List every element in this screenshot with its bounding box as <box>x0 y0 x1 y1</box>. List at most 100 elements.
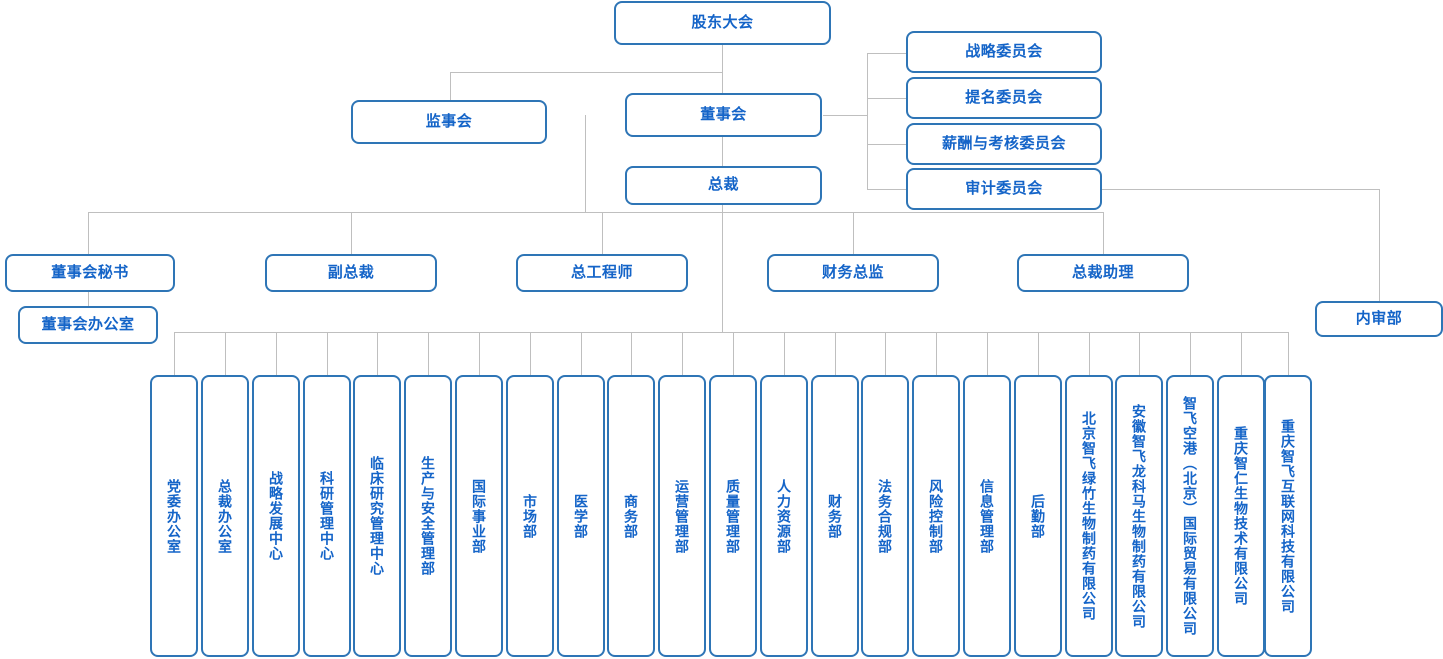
node-label: 党委办公室 <box>166 478 183 554</box>
node-internal-audit[interactable]: 内审部 <box>1315 301 1443 337</box>
node-label: 审计委员会 <box>965 179 1043 197</box>
node-label: 监事会 <box>425 112 473 130</box>
connector-audit-to-internalaudit-drop <box>1379 189 1380 301</box>
connector-dep-drop <box>225 332 226 375</box>
node-label: 董事会 <box>700 105 747 123</box>
connector-dep-drop <box>784 332 785 375</box>
node-label: 人力资源部 <box>776 478 793 554</box>
node-board-of-supervisors[interactable]: 监事会 <box>351 100 547 144</box>
node-board-secretary-office[interactable]: 董事会办公室 <box>18 306 158 344</box>
node-department[interactable]: 科研管理中心 <box>303 375 351 657</box>
node-label: 股东大会 <box>691 13 754 31</box>
connector-committee-spine <box>867 53 868 189</box>
node-subsidiary[interactable]: 重庆智飞互联网科技有限公司 <box>1264 375 1312 657</box>
node-label: 副总裁 <box>327 263 375 281</box>
connector-dep-drop <box>835 332 836 375</box>
node-label: 总裁 <box>707 176 739 194</box>
node-department[interactable]: 风险控制部 <box>912 375 960 657</box>
connector-dep-drop <box>1038 332 1039 375</box>
node-department[interactable]: 国际事业部 <box>455 375 503 657</box>
connector-dep-drop <box>174 332 175 375</box>
node-committee-strategy[interactable]: 战略委员会 <box>906 31 1102 73</box>
connector-president-to-depbus <box>722 203 723 332</box>
node-label: 后勤部 <box>1030 493 1047 539</box>
connector-dep-drop <box>885 332 886 375</box>
node-committee-audit[interactable]: 审计委员会 <box>906 168 1102 210</box>
connector-committee-3 <box>867 144 907 145</box>
node-subsidiary[interactable]: 北京智飞绿竹生物制药有限公司 <box>1065 375 1113 657</box>
connector-supervisors-horizontal <box>450 72 723 73</box>
node-label: 法务合规部 <box>877 478 894 554</box>
node-department[interactable]: 财务部 <box>811 375 859 657</box>
node-department[interactable]: 后勤部 <box>1014 375 1062 657</box>
node-subsidiary[interactable]: 安徽智飞龙科马生物制药有限公司 <box>1115 375 1163 657</box>
node-label: 总裁助理 <box>1071 263 1134 281</box>
connector-board-left-drop <box>585 115 586 212</box>
node-president-assistant[interactable]: 总裁助理 <box>1017 254 1189 292</box>
node-department[interactable]: 临床研究管理中心 <box>353 375 401 657</box>
node-label: 质量管理部 <box>725 478 742 554</box>
connector-exec-drop-2 <box>351 212 352 254</box>
node-vice-president[interactable]: 副总裁 <box>265 254 437 292</box>
node-label: 战略委员会 <box>965 42 1043 60</box>
node-label: 提名委员会 <box>965 88 1043 106</box>
node-department[interactable]: 生产与安全管理部 <box>404 375 452 657</box>
connector-exec-drop-4 <box>853 212 854 254</box>
node-department[interactable]: 人力资源部 <box>760 375 808 657</box>
connector-exec-drop-3 <box>602 212 603 254</box>
node-label: 智飞空港（北京）国际贸易有限公司 <box>1182 396 1199 636</box>
connector-audit-to-internalaudit-horizontal <box>1102 189 1380 190</box>
node-label: 财务部 <box>827 493 844 539</box>
node-label: 商务部 <box>623 493 640 539</box>
node-department[interactable]: 质量管理部 <box>709 375 757 657</box>
node-label: 运营管理部 <box>674 478 691 554</box>
connector-executive-bus <box>88 212 1104 213</box>
node-department[interactable]: 总裁办公室 <box>201 375 249 657</box>
node-label: 薪酬与考核委员会 <box>941 134 1066 152</box>
node-committee-remuneration[interactable]: 薪酬与考核委员会 <box>906 123 1102 165</box>
node-cfo[interactable]: 财务总监 <box>767 254 939 292</box>
node-label: 战略发展中心 <box>268 471 285 561</box>
node-department[interactable]: 信息管理部 <box>963 375 1011 657</box>
node-department[interactable]: 医学部 <box>557 375 605 657</box>
node-label: 重庆智飞互联网科技有限公司 <box>1280 418 1297 614</box>
connector-dep-drop <box>1190 332 1191 375</box>
node-department[interactable]: 商务部 <box>607 375 655 657</box>
node-president[interactable]: 总裁 <box>625 166 822 205</box>
node-committee-nomination[interactable]: 提名委员会 <box>906 77 1102 119</box>
node-department[interactable]: 党委办公室 <box>150 375 198 657</box>
connector-committee-2 <box>867 98 907 99</box>
node-label: 董事会秘书 <box>51 263 129 281</box>
node-label: 国际事业部 <box>471 478 488 554</box>
connector-committee-1 <box>867 53 907 54</box>
node-board-of-directors[interactable]: 董事会 <box>625 93 822 137</box>
connector-dep-drop <box>377 332 378 375</box>
node-label: 北京智飞绿竹生物制药有限公司 <box>1081 411 1098 621</box>
connector-dep-drop <box>682 332 683 375</box>
node-subsidiary[interactable]: 智飞空港（北京）国际贸易有限公司 <box>1166 375 1214 657</box>
node-label: 内审部 <box>1355 309 1403 327</box>
connector-dep-drop <box>1139 332 1140 375</box>
node-department[interactable]: 法务合规部 <box>861 375 909 657</box>
node-label: 市场部 <box>522 493 539 539</box>
node-department[interactable]: 战略发展中心 <box>252 375 300 657</box>
connector-dep-drop <box>581 332 582 375</box>
connector-dep-drop <box>631 332 632 375</box>
connector-dep-drop <box>936 332 937 375</box>
connector-exec-drop-5 <box>1103 212 1104 254</box>
node-department[interactable]: 运营管理部 <box>658 375 706 657</box>
node-subsidiary[interactable]: 重庆智仁生物技术有限公司 <box>1217 375 1265 657</box>
node-shareholders-meeting[interactable]: 股东大会 <box>614 1 831 45</box>
connector-dep-drop <box>1089 332 1090 375</box>
connector-board-to-committees <box>823 115 868 116</box>
node-label: 医学部 <box>573 493 590 539</box>
node-chief-engineer[interactable]: 总工程师 <box>516 254 688 292</box>
node-label: 生产与安全管理部 <box>420 456 437 576</box>
connector-dep-drop <box>327 332 328 375</box>
node-department[interactable]: 市场部 <box>506 375 554 657</box>
node-board-secretary[interactable]: 董事会秘书 <box>5 254 175 292</box>
node-label: 董事会办公室 <box>41 315 135 333</box>
node-label: 科研管理中心 <box>319 471 336 561</box>
connector-dep-drop <box>276 332 277 375</box>
